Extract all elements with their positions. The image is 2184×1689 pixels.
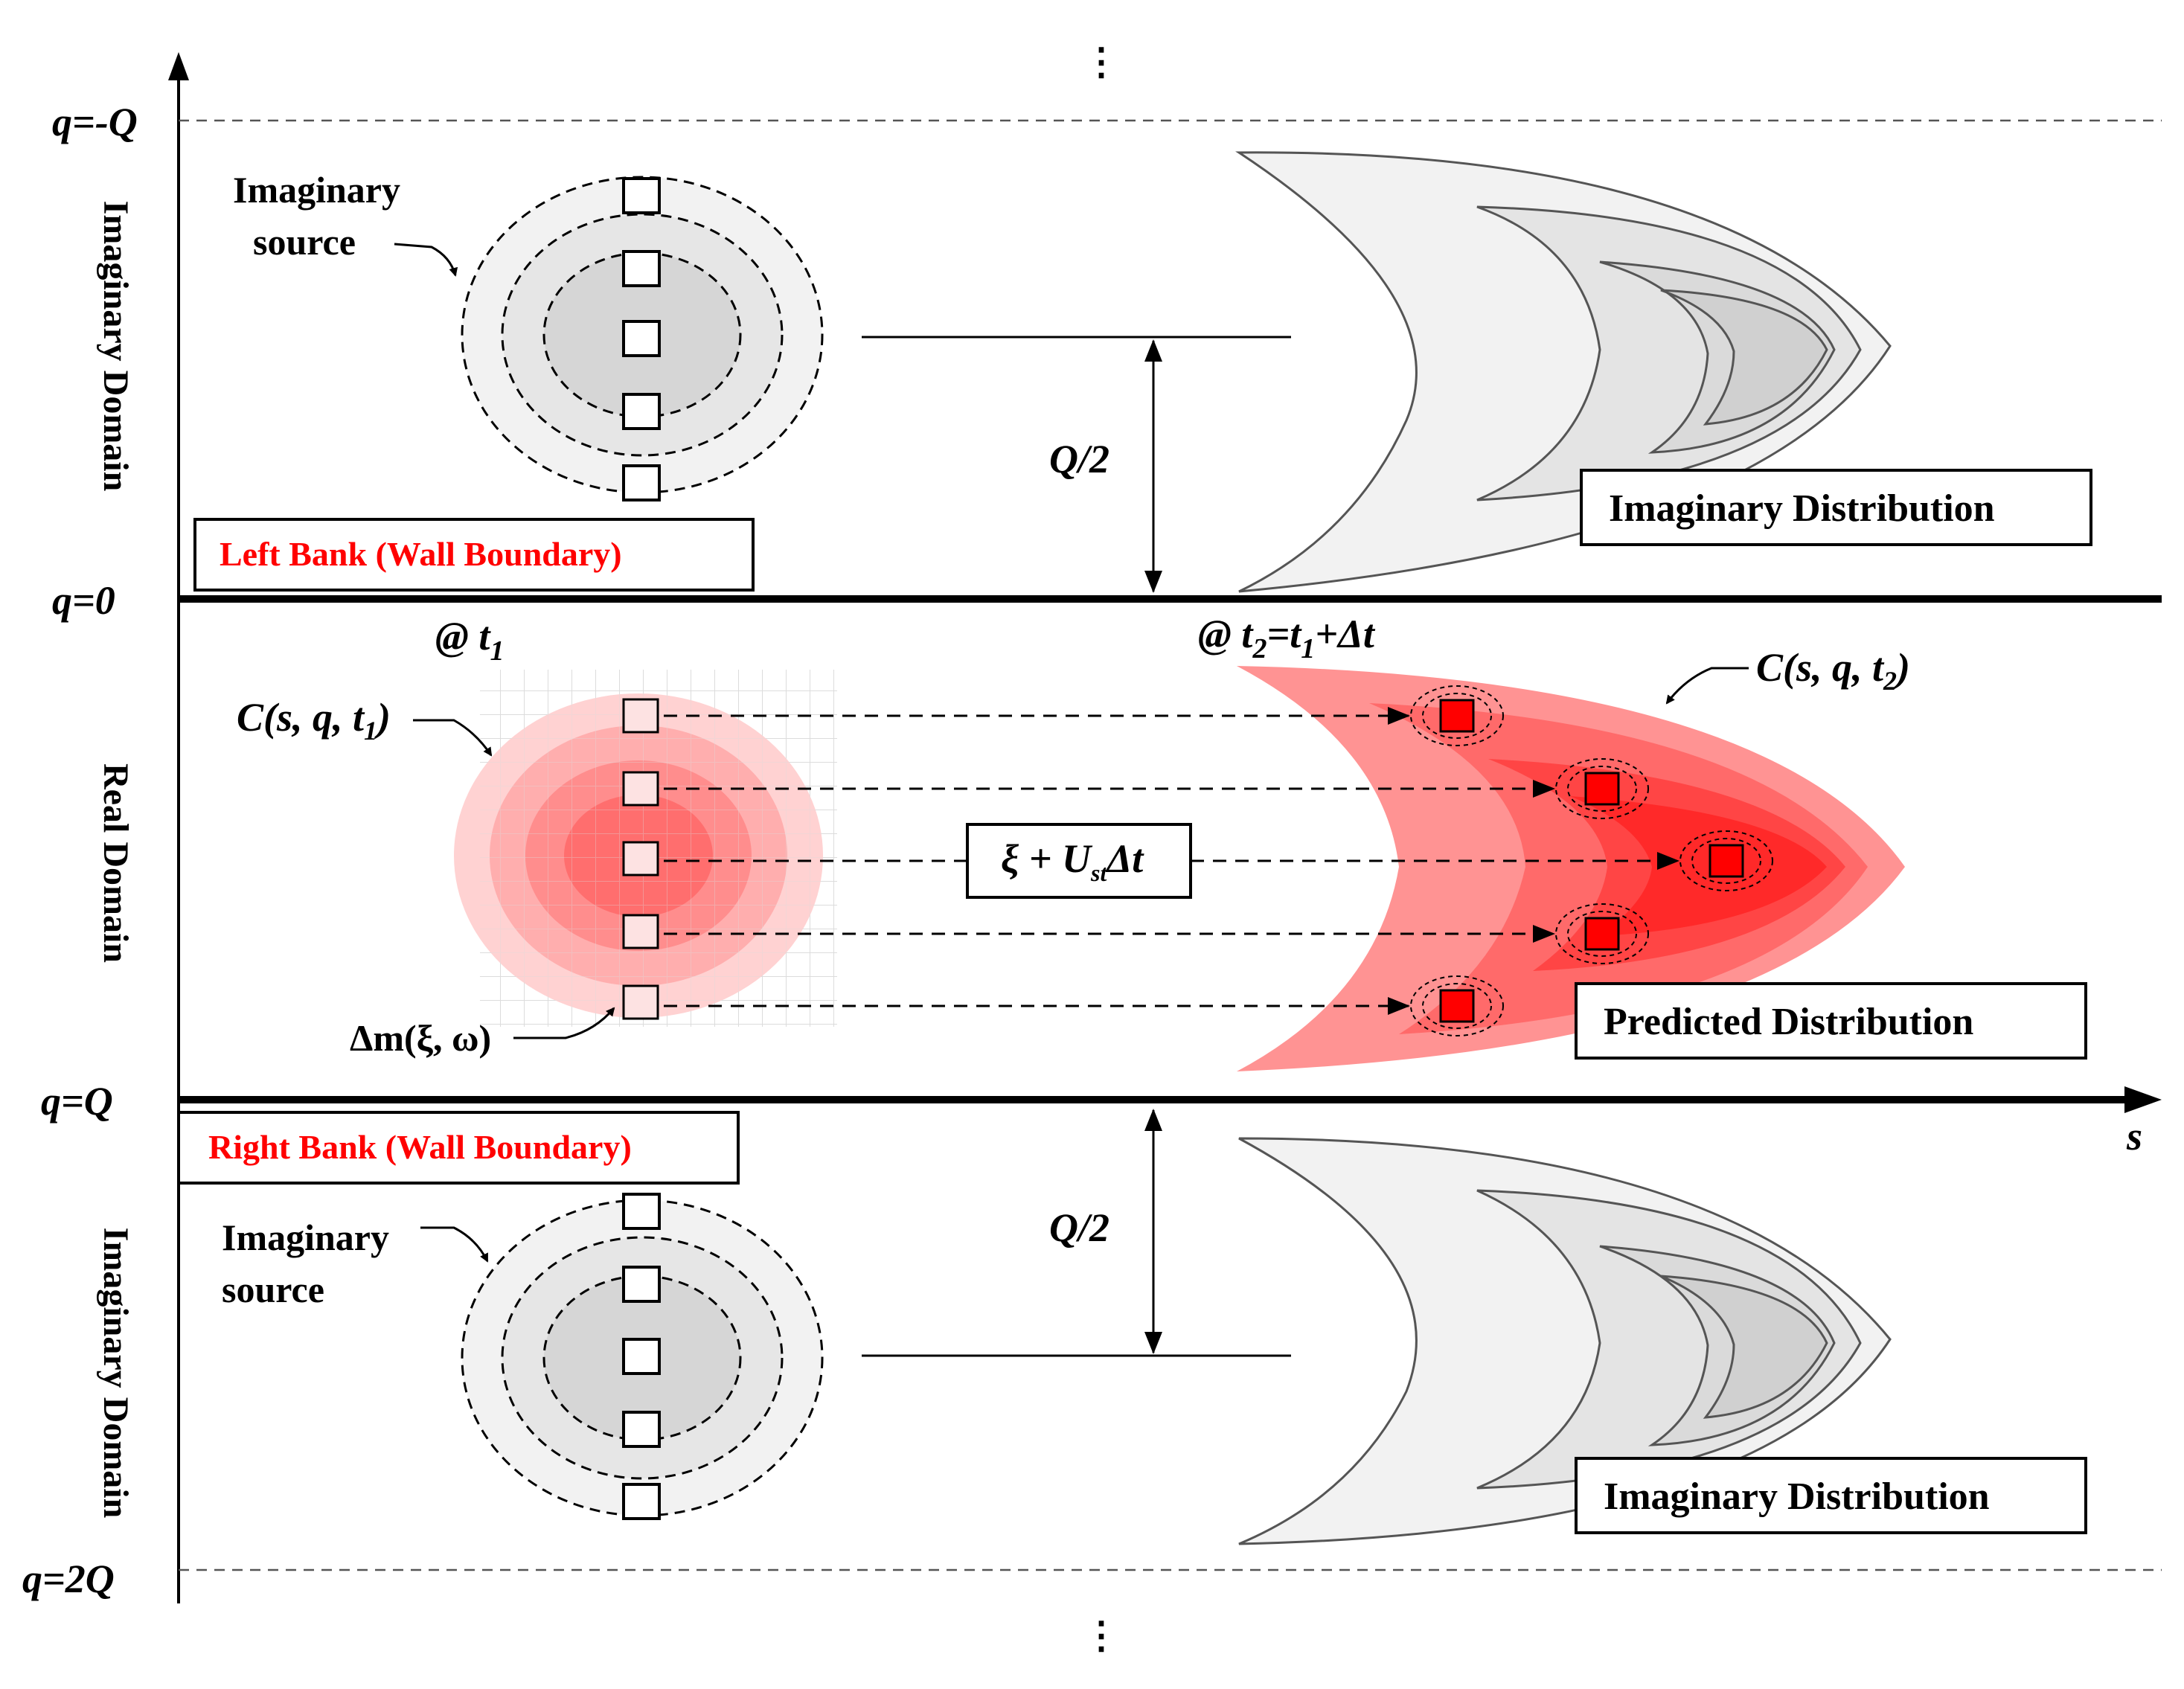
predicted-distribution-box	[1575, 982, 2087, 1060]
imaginary-source-label-bottom-1: Imaginary	[222, 1217, 389, 1258]
imaginary-source-label-bottom-2: source	[222, 1269, 324, 1310]
imaginary-source-pointer-top	[394, 243, 458, 277]
at-t2-label: @ t2=t1+Δt	[1198, 612, 1376, 664]
axis-label-q-neg-Q: q=-Q	[52, 100, 138, 144]
shift-label: ξ + UstΔt	[1001, 836, 1144, 886]
imaginary-source-pointer-bottom	[420, 1226, 489, 1263]
imaginary-distribution-box-bottom	[1575, 1457, 2087, 1534]
axis-label-q-Q: q=Q	[41, 1079, 113, 1124]
left-bank-label: Left Bank (Wall Boundary)	[220, 535, 622, 573]
domain-label-top: Imaginary Domain	[96, 201, 135, 492]
bottom-imaginary-distribution	[1238, 1137, 1892, 1545]
axis-label-q-zero: q=0	[52, 578, 115, 623]
c-t2-pointer	[1665, 667, 1749, 705]
axis-label-s: s	[2126, 1114, 2142, 1158]
real-source-concentration	[454, 670, 837, 1027]
half-Q-label-bottom: Q/2	[1049, 1205, 1109, 1250]
imaginary-distribution-box-top	[1580, 469, 2092, 546]
imaginary-distribution-label-bottom: Imaginary Distribution	[1604, 1475, 1990, 1518]
imaginary-source-label-top-2: source	[253, 221, 356, 263]
at-t1-label: @ t1	[435, 614, 504, 667]
predicted-distribution-label: Predicted Distribution	[1604, 1001, 1973, 1043]
left-bank-box	[193, 518, 755, 592]
half-Q-label-top: Q/2	[1049, 437, 1109, 481]
c-t1-label: C(s, q, t1)	[237, 695, 391, 746]
top-imaginary-distribution	[1235, 151, 1892, 593]
delta-m-pointer	[513, 1007, 615, 1039]
ellipsis-bottom: ⋮	[1083, 1615, 1120, 1656]
right-bank-label: Right Bank (Wall Boundary)	[208, 1128, 632, 1166]
axis-label-q-2Q: q=2Q	[22, 1557, 115, 1601]
c-t2-label: C(s, q, t2)	[1756, 645, 1910, 696]
s-axis-arrowhead	[2124, 1086, 2162, 1113]
delta-m-label: Δm(ξ, ω)	[350, 1017, 491, 1059]
q-axis-arrowhead	[168, 52, 189, 80]
ellipsis-top: ⋮	[1083, 41, 1120, 83]
shift-box	[966, 823, 1192, 899]
predicted-distribution-shape	[1237, 666, 1905, 1071]
predicted-particles	[1410, 685, 1773, 1036]
translation-arrows	[664, 707, 1679, 1015]
domain-label-bottom: Imaginary Domain	[96, 1228, 135, 1519]
bottom-imaginary-source	[461, 1193, 824, 1520]
domain-label-middle: Real Domain	[96, 763, 135, 963]
top-imaginary-source	[461, 176, 824, 501]
right-bank-box	[177, 1111, 740, 1185]
axes	[168, 52, 2162, 1603]
imaginary-distribution-label-top: Imaginary Distribution	[1609, 487, 1995, 530]
c-t1-pointer	[413, 719, 493, 757]
imaginary-source-label-top-1: Imaginary	[233, 169, 400, 211]
